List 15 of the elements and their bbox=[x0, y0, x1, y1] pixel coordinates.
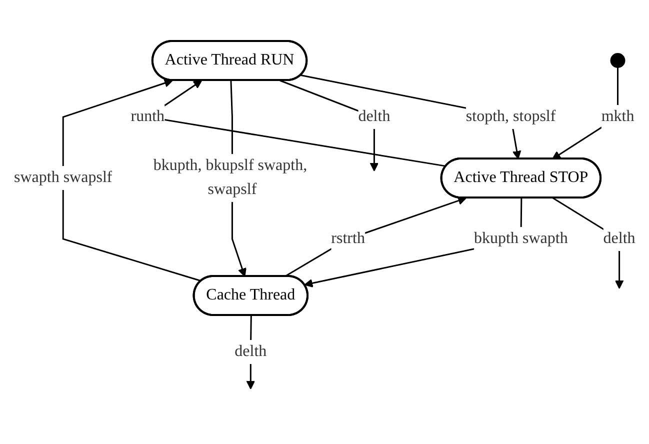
edge-label: bkupth, bkupslf swapth, swapslf bbox=[153, 156, 307, 198]
edge-label: delth bbox=[234, 342, 267, 360]
edge-label: delth bbox=[358, 108, 390, 125]
edge-label: swapth swapslf bbox=[14, 168, 112, 186]
arrow bbox=[300, 74, 521, 160]
arrow bbox=[304, 198, 522, 288]
edge-label: stopth, stopslf bbox=[466, 108, 556, 125]
edge-label: delth bbox=[603, 230, 636, 247]
arrow bbox=[62, 78, 202, 282]
edge-label: rstrth bbox=[331, 230, 365, 247]
edge-label: mkth bbox=[601, 108, 634, 125]
arrow bbox=[284, 196, 466, 278]
edge-label: runth bbox=[130, 108, 164, 125]
node-circle bbox=[610, 53, 626, 68]
edge-label: bkupth swapth bbox=[474, 230, 568, 247]
